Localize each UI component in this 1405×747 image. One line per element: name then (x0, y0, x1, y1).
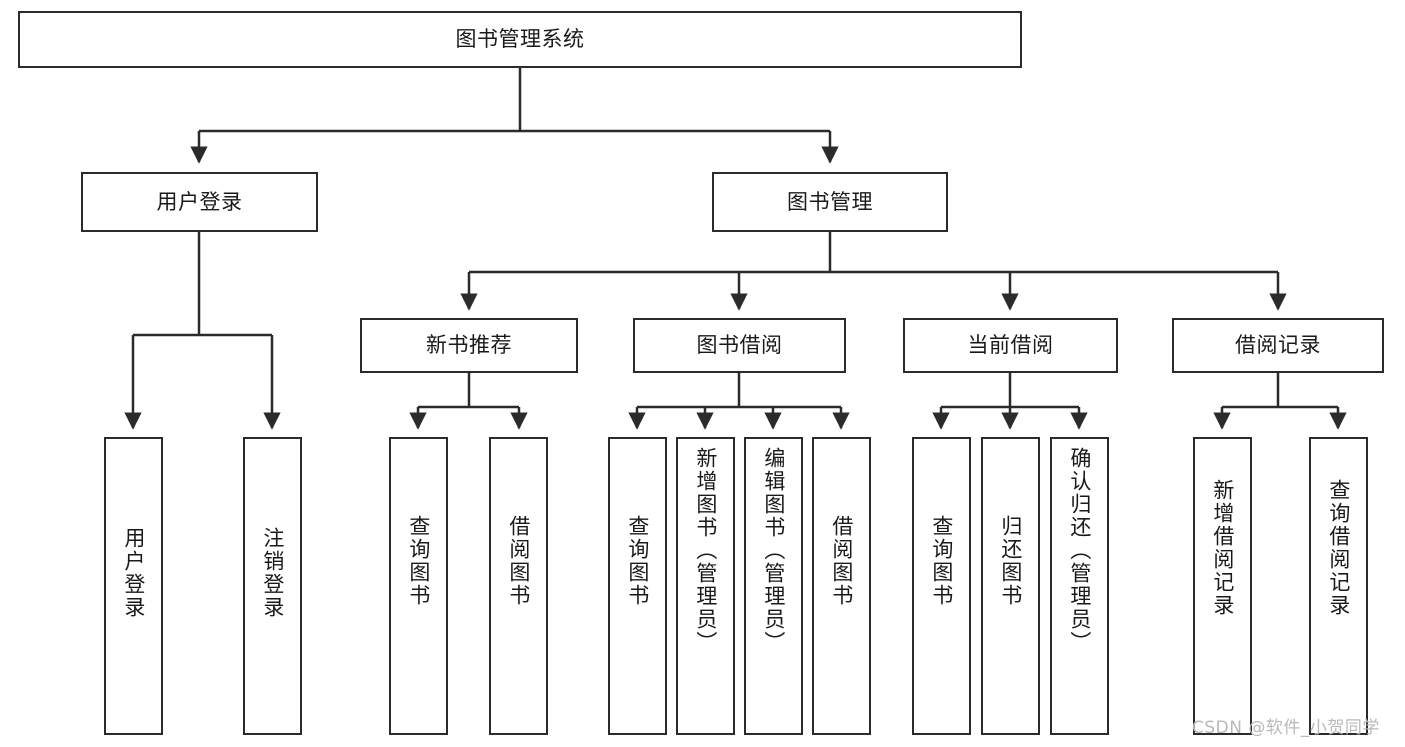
node-book-management[interactable]: 图书管理 (712, 172, 948, 232)
leaf-current-query-book-label: 查询图书 (929, 515, 954, 607)
node-new-book-recommend-label: 新书推荐 (426, 333, 512, 358)
node-user-login[interactable]: 用户登录 (81, 172, 318, 232)
node-borrow-record[interactable]: 借阅记录 (1172, 318, 1384, 373)
node-current-borrow[interactable]: 当前借阅 (903, 318, 1118, 373)
leaf-borrow-borrow-book-label: 借阅图书 (829, 515, 854, 607)
leaf-record-add[interactable]: 新增借阅记录 (1193, 437, 1252, 735)
node-book-management-label: 图书管理 (787, 189, 873, 214)
leaf-current-confirm-return-label: 确认归还（管理员） (1067, 447, 1092, 654)
node-current-borrow-label: 当前借阅 (967, 333, 1054, 358)
leaf-record-add-label: 新增借阅记录 (1210, 479, 1235, 617)
leaf-current-query-book[interactable]: 查询图书 (912, 437, 971, 735)
node-root-label: 图书管理系统 (455, 27, 585, 52)
leaf-user-login-logout-label: 注销登录 (260, 527, 285, 619)
leaf-current-return-book-label: 归还图书 (998, 515, 1023, 607)
leaf-borrow-borrow-book[interactable]: 借阅图书 (812, 437, 871, 735)
node-book-borrow[interactable]: 图书借阅 (633, 318, 846, 373)
leaf-current-return-book[interactable]: 归还图书 (981, 437, 1040, 735)
leaf-borrow-edit-book-label: 编辑图书（管理员） (761, 447, 786, 654)
leaf-borrow-query-book-label: 查询图书 (625, 515, 650, 607)
leaf-new-book-query[interactable]: 查询图书 (389, 437, 448, 735)
leaf-user-login-signin[interactable]: 用户登录 (104, 437, 163, 735)
leaf-user-login-logout[interactable]: 注销登录 (243, 437, 302, 735)
node-root[interactable]: 图书管理系统 (18, 11, 1022, 68)
node-new-book-recommend[interactable]: 新书推荐 (360, 318, 578, 373)
node-book-borrow-label: 图书借阅 (696, 333, 783, 358)
leaf-record-query-label: 查询借阅记录 (1326, 479, 1351, 617)
node-user-login-label: 用户登录 (156, 189, 243, 214)
leaf-new-book-borrow[interactable]: 借阅图书 (489, 437, 548, 735)
csdn-watermark: CSDN @软件_小贺同学 (1192, 718, 1380, 738)
leaf-record-query[interactable]: 查询借阅记录 (1309, 437, 1368, 735)
leaf-borrow-edit-book[interactable]: 编辑图书（管理员） (744, 437, 803, 735)
leaf-borrow-add-book-label: 新增图书（管理员） (693, 447, 718, 654)
node-borrow-record-label: 借阅记录 (1235, 333, 1321, 358)
leaf-new-book-borrow-label: 借阅图书 (506, 515, 531, 607)
leaf-user-login-signin-label: 用户登录 (121, 527, 146, 619)
leaf-new-book-query-label: 查询图书 (406, 515, 431, 607)
leaf-current-confirm-return[interactable]: 确认归还（管理员） (1050, 437, 1109, 735)
leaf-borrow-query-book[interactable]: 查询图书 (608, 437, 667, 735)
leaf-borrow-add-book[interactable]: 新增图书（管理员） (676, 437, 735, 735)
